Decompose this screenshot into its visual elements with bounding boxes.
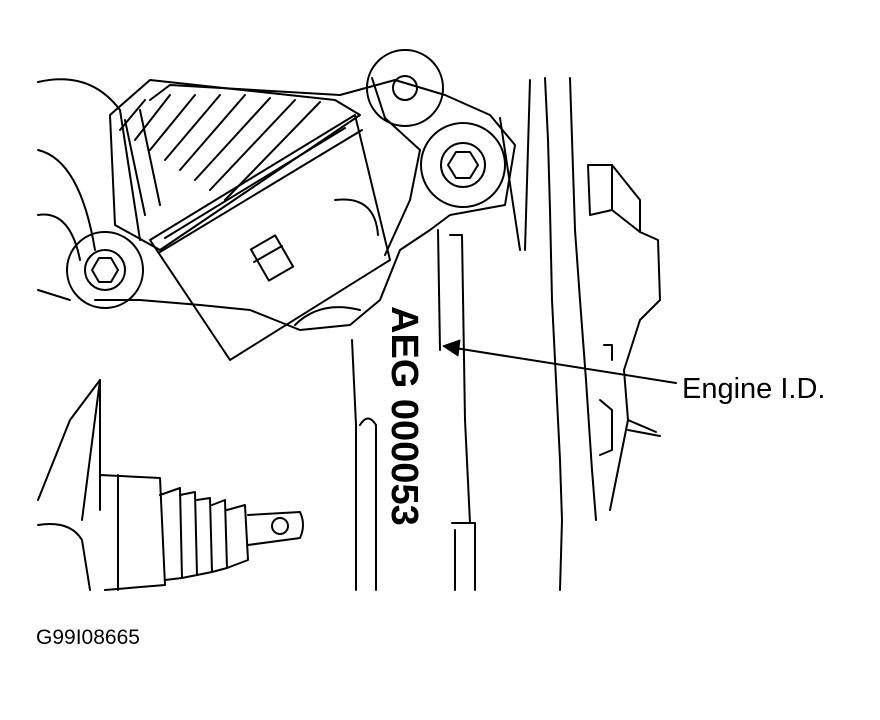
bolt-upper-right [420, 122, 506, 208]
temperature-sensor [37, 379, 304, 591]
left-housing [37, 78, 141, 301]
callout-arrow [442, 339, 677, 384]
finned-relay [109, 79, 361, 251]
electrical-connector [149, 114, 391, 361]
dipstick-tube [351, 339, 377, 591]
engine-code-stamp: AEG 000053 [383, 306, 425, 526]
figure-id: G99I08665 [36, 626, 140, 649]
bolt-left [66, 231, 144, 309]
bolt-top [366, 49, 444, 127]
mounting-bracket [94, 79, 516, 331]
engine-block [371, 77, 661, 591]
engine-id-label: Engine I.D. [682, 373, 825, 405]
